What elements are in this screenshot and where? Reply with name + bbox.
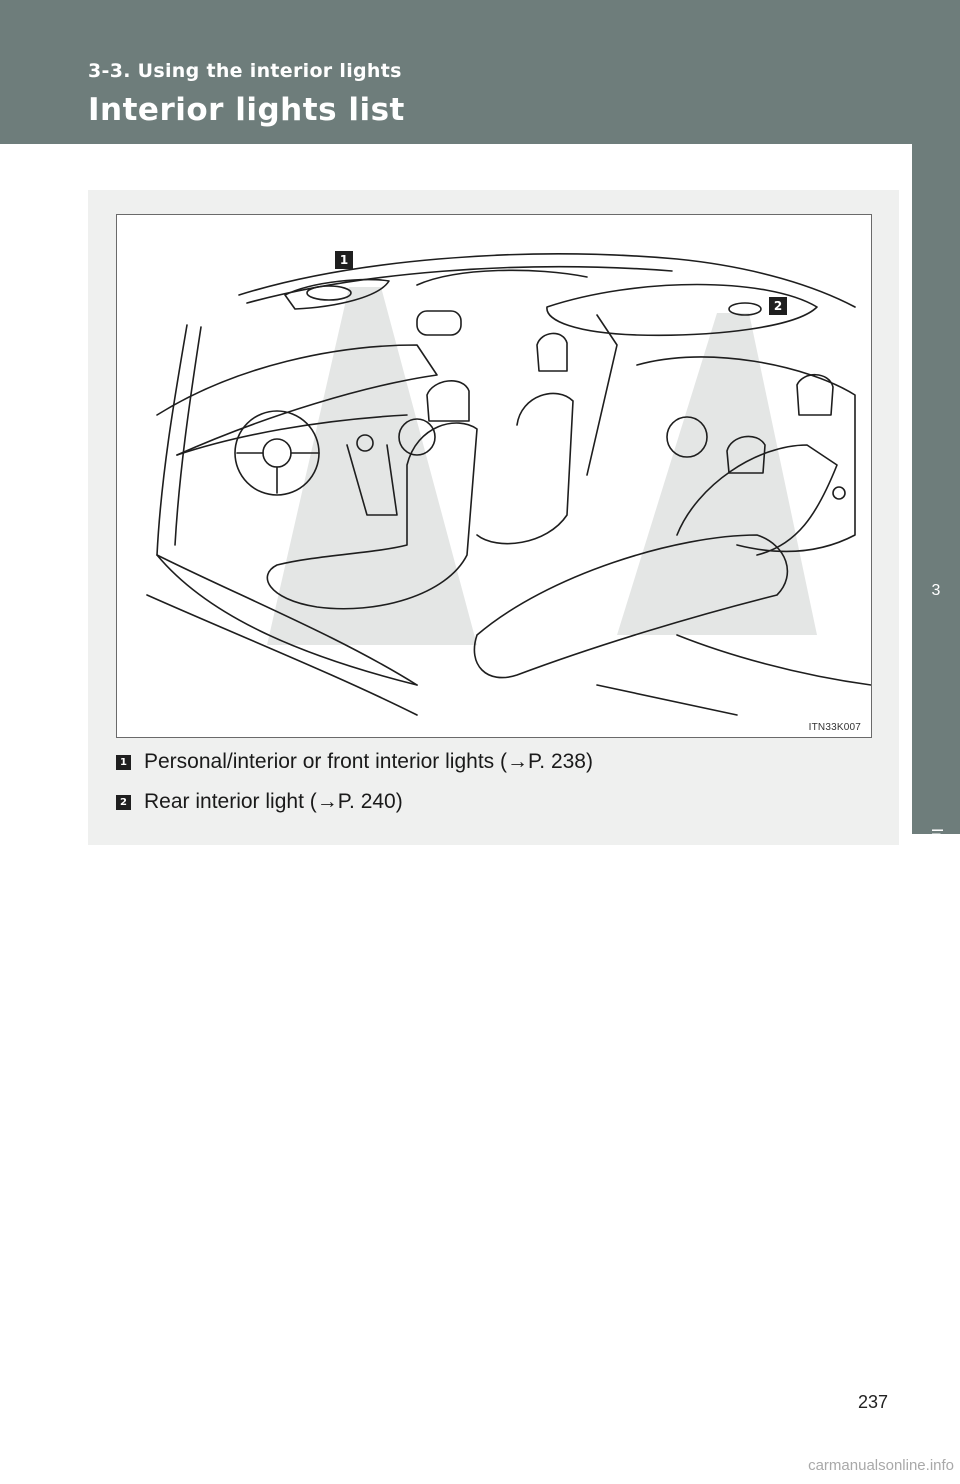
car-outline bbox=[146, 253, 871, 716]
watermark: carmanualsonline.info bbox=[808, 1457, 954, 1474]
chapter-title: Interior features bbox=[928, 827, 945, 941]
legend-text-1: Personal/interior or front interior ligh… bbox=[144, 750, 593, 773]
page-number: 237 bbox=[858, 1392, 889, 1412]
light-beams bbox=[267, 287, 817, 645]
page-header: 3-3. Using the interior lights Interior … bbox=[0, 0, 960, 144]
car-interior-drawing bbox=[146, 253, 871, 716]
chapter-number: 3 bbox=[931, 582, 941, 599]
callout-marker-2: 2 bbox=[769, 297, 787, 315]
legend-badge-1: 1 bbox=[116, 754, 131, 770]
page-title: Interior lights list bbox=[88, 92, 405, 128]
figure-code: ITN33K007 bbox=[808, 722, 861, 733]
section-label: 3-3. Using the interior lights bbox=[88, 60, 402, 82]
interior-illustration: 1 2 ITN33K007 bbox=[116, 214, 872, 738]
chapter-side-tab[interactable]: 3 Interior features bbox=[912, 144, 960, 940]
legend-badge-2: 2 bbox=[116, 794, 131, 810]
callout-marker-1: 1 bbox=[335, 251, 353, 269]
legend-text-2: Rear interior light (→P. 240) bbox=[144, 790, 403, 813]
legend-item-2: 2 Rear interior light (→P. 240) bbox=[116, 788, 403, 816]
legend-item-1: 1 Personal/interior or front interior li… bbox=[116, 748, 593, 776]
